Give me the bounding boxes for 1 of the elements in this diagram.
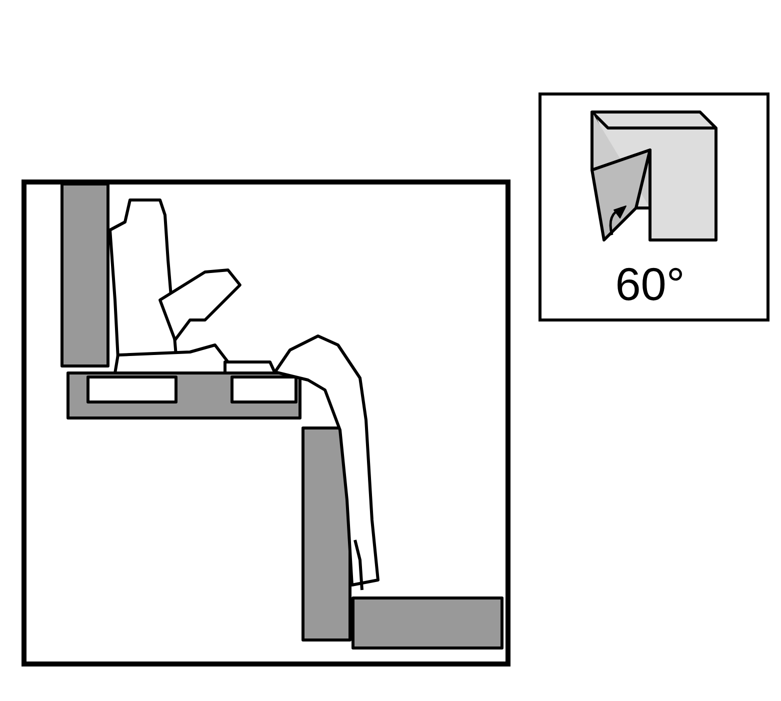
angle-label: 60° — [614, 258, 686, 310]
